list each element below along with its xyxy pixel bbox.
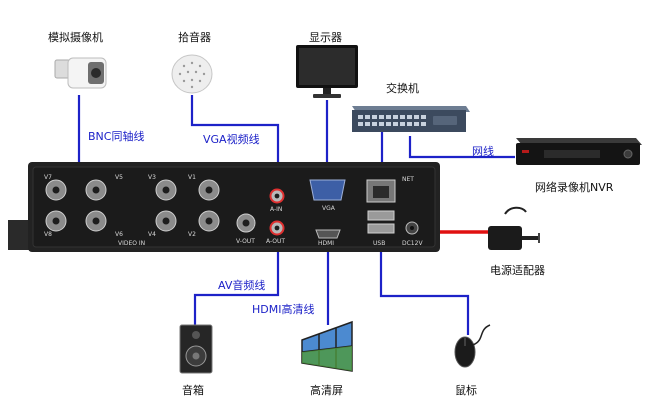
monitor-label: 显示器 — [309, 31, 342, 44]
hdmi-port — [315, 229, 341, 239]
videowall-label: 高清屏 — [310, 384, 343, 397]
mouse-icon — [454, 324, 491, 368]
net-cable — [408, 136, 515, 159]
camera-icon — [54, 57, 107, 89]
port-label-v7: V7 — [44, 174, 52, 181]
net-port-label: NET — [402, 176, 414, 183]
a-out-label: A-OUT — [266, 238, 286, 245]
v-out-label: V-OUT — [236, 238, 255, 245]
nvr-label: 网络录像机NVR — [535, 181, 614, 194]
camera-label: 模拟摄像机 — [48, 31, 103, 44]
usb-port-1 — [367, 210, 395, 221]
vga-audio-cable — [190, 95, 280, 175]
nvr-icon — [516, 138, 642, 165]
speaker-icon — [179, 324, 213, 374]
usb-cable — [379, 250, 470, 335]
cable-lines — [77, 95, 515, 335]
port-label-v6: V6 — [115, 231, 123, 238]
videowall-icon — [301, 320, 353, 372]
port-label-v8: V8 — [44, 231, 52, 238]
port-label-v4: V4 — [148, 231, 156, 238]
usb-port-2 — [367, 223, 395, 234]
hdmi-cable-label: HDMI高清线 — [252, 303, 315, 316]
switch-icon — [352, 106, 470, 132]
dvr-panel — [8, 162, 440, 252]
microphone-icon — [171, 54, 213, 94]
port-label-v5: V5 — [115, 174, 123, 181]
vga-port — [309, 179, 346, 201]
a-in-label: A-IN — [270, 206, 283, 213]
port-label-v3: V3 — [148, 174, 156, 181]
vga-cable-label: VGA视频线 — [203, 133, 260, 146]
av-cable-label: AV音频线 — [218, 279, 266, 292]
hdmi-port-label: HDMI — [318, 240, 335, 247]
power-adapter-label: 电源适配器 — [490, 264, 545, 277]
video-in-label: VIDEO IN — [118, 240, 146, 247]
switch-label: 交换机 — [386, 82, 419, 95]
monitor-icon — [296, 45, 358, 98]
power-adapter-icon — [488, 206, 540, 250]
speaker-label: 音箱 — [182, 384, 204, 397]
port-label-v1: V1 — [188, 174, 196, 181]
port-label-v2: V2 — [188, 231, 196, 238]
usb-port-label: USB — [373, 240, 386, 247]
net-cable-label: 网线 — [472, 145, 494, 158]
vga-port-label: VGA — [322, 205, 335, 212]
microphone-label: 拾音器 — [178, 31, 211, 44]
mouse-label: 鼠标 — [455, 384, 477, 397]
bnc-cable-label: BNC同轴线 — [88, 130, 145, 143]
dc-port-label: DC12V — [402, 240, 423, 247]
av-cable — [193, 250, 280, 325]
